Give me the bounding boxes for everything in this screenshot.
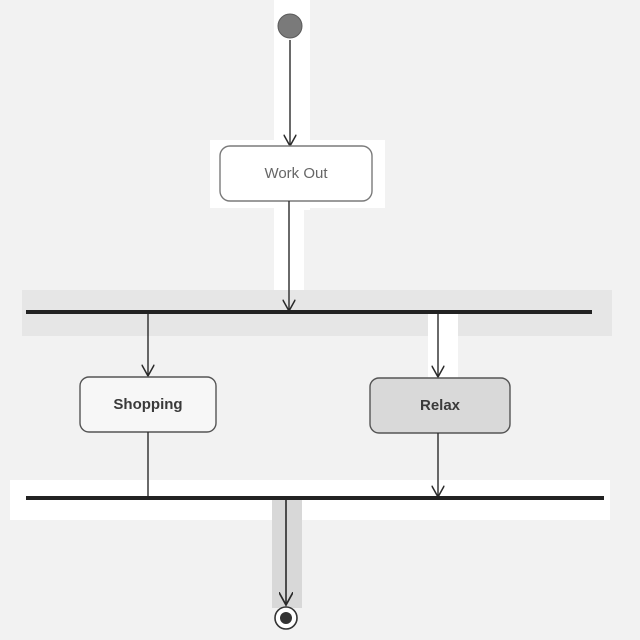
work-out-label: Work Out xyxy=(264,165,328,182)
end-edge-band xyxy=(272,498,302,608)
relax-edge-band xyxy=(428,310,458,380)
work-out-action[interactable] xyxy=(219,145,373,202)
final-node xyxy=(274,606,298,630)
relax-action[interactable] xyxy=(369,377,511,434)
initial-node xyxy=(277,13,303,39)
shopping-label: Shopping xyxy=(113,396,182,413)
relax-label: Relax xyxy=(420,397,461,414)
